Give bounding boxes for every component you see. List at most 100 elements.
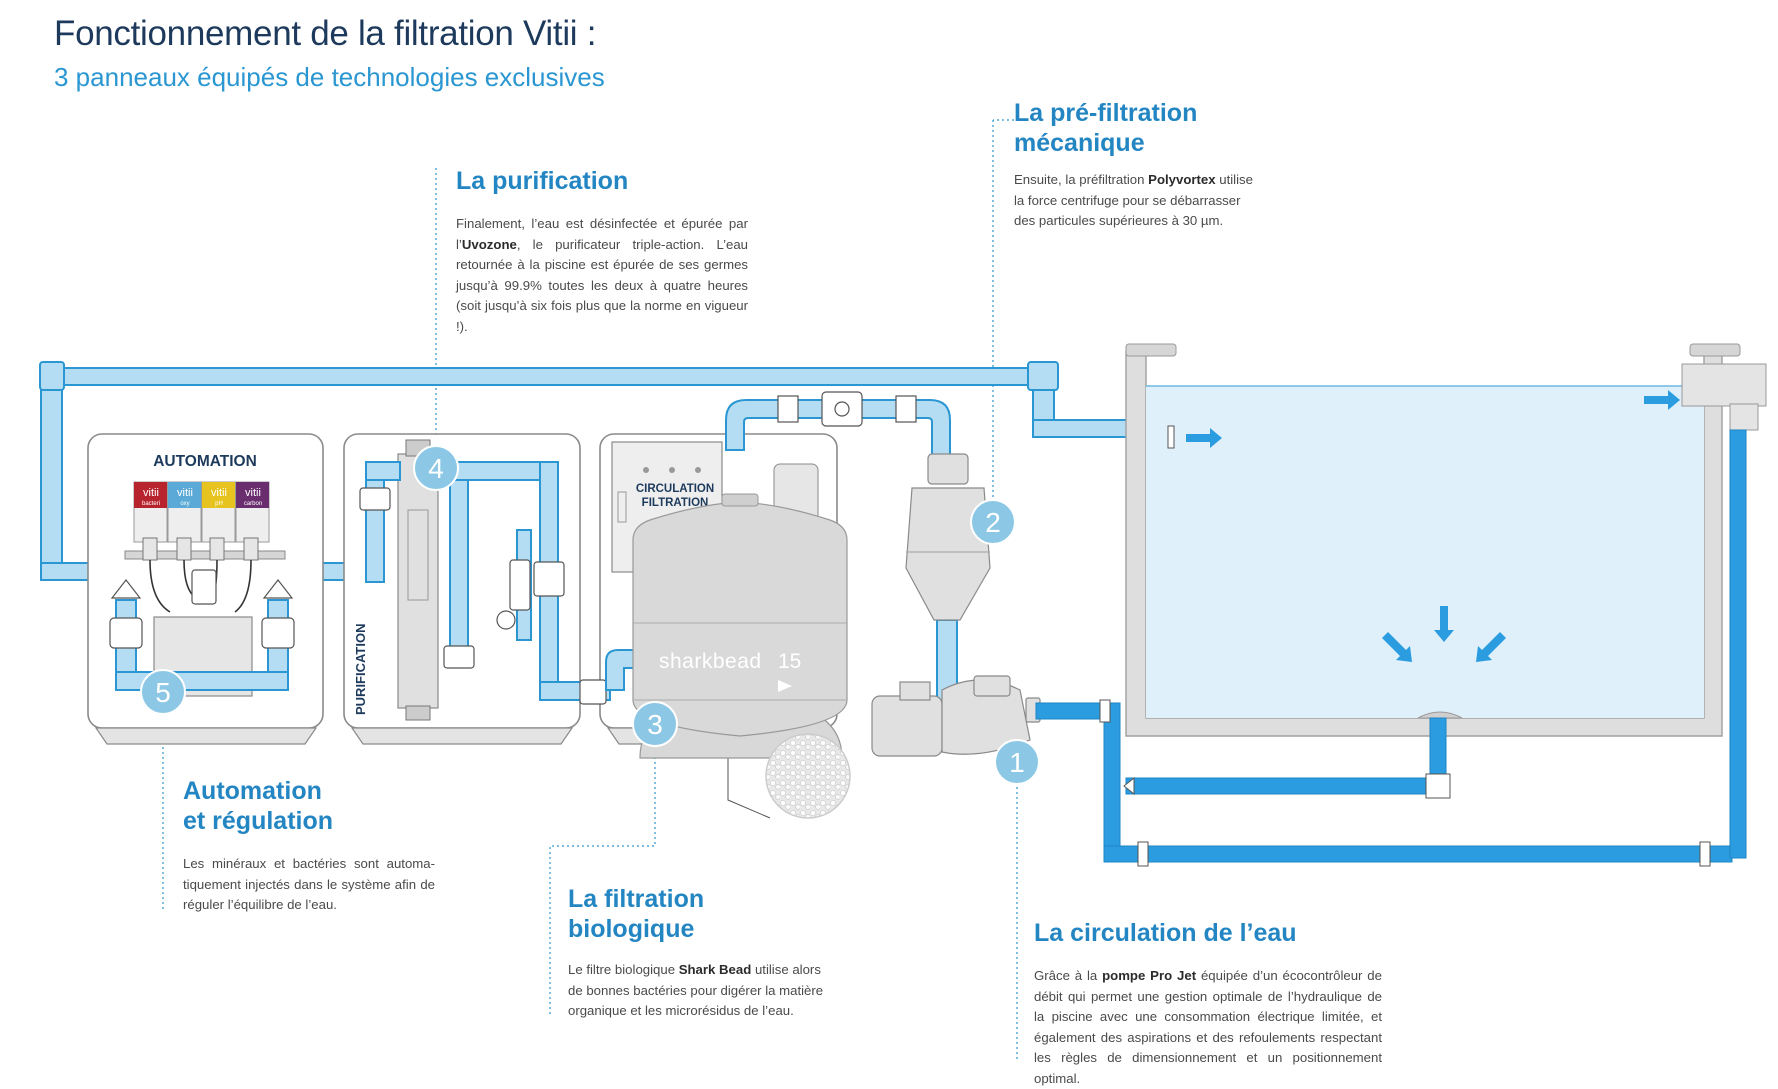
pipe-pump-out xyxy=(1035,702,1121,720)
filter-model: 15 xyxy=(778,650,801,673)
step-badge-circle xyxy=(970,499,1016,545)
section-automation: Automation et régulation Les minéraux et… xyxy=(183,776,435,916)
union-ret-4 xyxy=(1123,776,1135,796)
injector-3 xyxy=(209,537,225,561)
step-badge-circle xyxy=(413,445,459,491)
pipe-bottom-long xyxy=(1103,845,1733,863)
uvozone-cap-top xyxy=(405,439,431,457)
filter-logo-mark xyxy=(778,680,792,692)
biofiltration-text-bold: Shark Bead xyxy=(678,962,752,977)
biofiltration-text: Le filtre biologique Shark Bead utilise … xyxy=(568,960,830,1022)
filter-pipes xyxy=(605,399,958,701)
pipe-right-down xyxy=(1032,367,1055,437)
pool-coping-right xyxy=(1689,343,1741,357)
pipe-auto-right xyxy=(267,599,289,685)
union-right xyxy=(261,617,295,649)
vitii-box-1: vitii bacteri xyxy=(133,481,168,543)
purification-text: Finalement, l’eau est désinfectée et épu… xyxy=(456,214,748,337)
purification-text-b: , le purificateur triple-action. L’eau r… xyxy=(456,236,748,334)
page-subtitle: 3 panneaux équipés de technologies exclu… xyxy=(54,62,605,92)
step-badge-4: 4 xyxy=(413,445,459,491)
dosing-tubes xyxy=(149,559,252,613)
pool-wall xyxy=(1125,351,1723,737)
pump-outlet xyxy=(1025,697,1041,723)
pipe-pur-top xyxy=(449,461,551,481)
top-pipe xyxy=(39,361,1167,581)
foot-purification xyxy=(350,727,574,745)
pipe-top-horizontal xyxy=(45,367,1047,386)
step-badge-2: 2 xyxy=(970,499,1016,545)
prefiltration-text: Ensuite, la préfiltration Polyvortex uti… xyxy=(1014,170,1264,232)
flowmeter xyxy=(509,559,531,611)
beads-pointer xyxy=(727,740,771,819)
step-badge-circle xyxy=(994,739,1040,785)
filter-base xyxy=(639,699,843,759)
flow-arrows xyxy=(1186,390,1680,662)
filter-brand: sharkbead xyxy=(659,650,762,673)
control-box xyxy=(153,616,253,697)
section-prefiltration: La pré-filtration mécanique Ensuite, la … xyxy=(1014,98,1264,232)
union-top-2 xyxy=(895,395,917,423)
vitii-box-band xyxy=(168,482,201,508)
prefiltration-text-bold: Polyvortex xyxy=(1148,172,1216,187)
union-left xyxy=(109,617,143,649)
union-top-1 xyxy=(777,395,799,423)
pipe-window xyxy=(821,391,863,427)
led-3 xyxy=(695,467,701,473)
step-badge-5: 5 xyxy=(140,669,186,715)
purification-text-bold: Uvozone xyxy=(461,236,517,252)
circulation-title: La circulation de l’eau xyxy=(1034,919,1297,947)
valve-top-right xyxy=(262,579,294,599)
label-automation: AUTOMATION xyxy=(153,453,257,470)
pool-inlet-fitting xyxy=(1167,425,1175,449)
led-1 xyxy=(643,467,649,473)
pipe-elbow-tl xyxy=(39,361,65,391)
vitii-box-body xyxy=(235,481,270,543)
pool-coping-left xyxy=(1125,343,1177,357)
pipe-pur-right xyxy=(539,461,559,699)
bead-magnifier xyxy=(765,733,851,819)
purification-title: La purification xyxy=(456,167,629,195)
skimmer-body xyxy=(1729,403,1759,431)
page-title: Fonctionnement de la filtration Vitii : xyxy=(54,14,597,53)
pipe-drain-vertical xyxy=(1429,717,1447,795)
pipe-left-lower xyxy=(40,562,352,581)
pipe-suction-drop xyxy=(1103,702,1121,854)
union-pur-3 xyxy=(533,561,565,597)
step-badge-number: 2 xyxy=(985,507,1001,538)
step-badge-number: 4 xyxy=(428,453,444,484)
panel-circulation xyxy=(599,433,838,729)
vitii-box-sub: pH xyxy=(215,501,223,507)
vitii-box-body xyxy=(133,481,168,543)
vitii-box-sub: oxy xyxy=(180,501,189,507)
section-biofiltration: La filtration biologique Le filtre biolo… xyxy=(568,884,830,1022)
injector-1 xyxy=(142,537,158,561)
pipe-filter-inlet xyxy=(605,649,643,691)
step-badge-circle xyxy=(140,669,186,715)
led-2 xyxy=(669,467,675,473)
pump-basket-lid xyxy=(973,675,1011,697)
label-circulation-1: CIRCULATION xyxy=(636,483,714,495)
pipe-pool-inlet xyxy=(1032,419,1167,438)
biofiltration-title-line1: La filtration xyxy=(568,885,705,913)
uvozone-unit xyxy=(397,453,439,709)
circulation-equipment: CIRCULATION FILTRATION xyxy=(611,441,819,573)
vitii-box-sub: bacteri xyxy=(142,501,160,507)
pool-water xyxy=(1146,386,1704,718)
union-pur-2 xyxy=(443,645,475,669)
cabinet-switch xyxy=(617,491,627,523)
vitii-box-name: vitii xyxy=(143,487,159,499)
arrow-down-right xyxy=(1382,632,1412,662)
pro-jet-pump xyxy=(871,675,1041,757)
pool-pipes xyxy=(1035,429,1747,863)
prefiltration-title-line2: mécanique xyxy=(1014,129,1145,157)
pipe-pur-bypass xyxy=(516,529,532,641)
vitii-box-name: vitii xyxy=(211,487,227,499)
valve-top-left xyxy=(110,579,142,599)
automation-equipment xyxy=(109,537,295,697)
vitii-box-sub: carbon xyxy=(244,501,262,507)
pipe-auto-bottom xyxy=(115,671,289,691)
